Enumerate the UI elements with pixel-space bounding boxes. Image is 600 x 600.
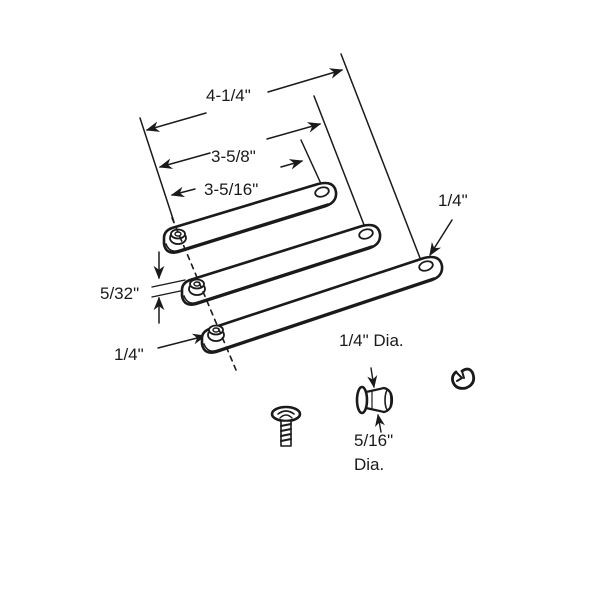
extension-lines xyxy=(139,53,421,259)
label-width: 1/4" xyxy=(114,345,144,364)
short-link-arm xyxy=(162,181,338,254)
label-medium-length: 3-5/8" xyxy=(211,147,256,166)
label-long-length: 4-1/4" xyxy=(206,86,251,105)
long-link-arm xyxy=(200,255,444,354)
label-short-length: 3-5/16" xyxy=(204,180,259,199)
medium-link-arm xyxy=(180,223,382,306)
bushing-icon xyxy=(355,385,394,415)
screw-icon xyxy=(270,405,302,447)
dimension-arrows xyxy=(145,68,453,349)
label-hole-size: 1/4" xyxy=(438,191,468,210)
label-thickness: 5/32" xyxy=(100,284,140,303)
pivot-axis-line xyxy=(171,217,237,371)
label-bushing-outer-dia: 5/16" xyxy=(354,431,394,450)
label-bushing-outer-dia-unit: Dia. xyxy=(354,455,385,474)
e-clip-icon xyxy=(451,367,476,390)
label-bushing-inner-dia: 1/4" Dia. xyxy=(339,331,404,350)
